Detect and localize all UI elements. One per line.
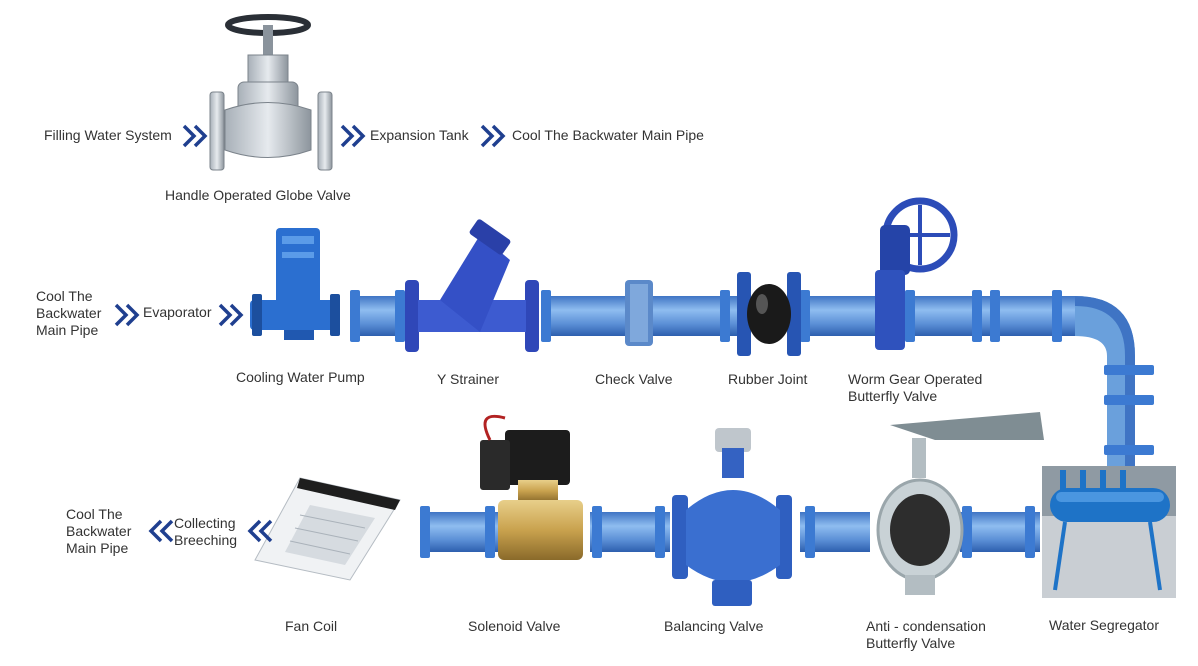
anti-condensation-valve-graphic	[876, 412, 1044, 595]
check-valve-label: Check Valve	[595, 371, 673, 387]
rubber-joint-label: Rubber Joint	[728, 371, 808, 387]
water-segregator-graphic	[1042, 466, 1176, 598]
double-chevron-left-icon	[148, 519, 174, 543]
globe-valve-graphic	[209, 14, 333, 171]
balancing-valve-label: Balancing Valve	[664, 618, 764, 634]
row2-pipes	[350, 290, 1154, 470]
balancing-valve-graphic	[672, 428, 792, 606]
double-chevron-right-icon	[218, 303, 244, 327]
globe-valve-label: Handle Operated Globe Valve	[165, 187, 351, 203]
evaporator-label: Evaporator	[143, 304, 212, 320]
filling-water-system-label: Filling Water System	[44, 127, 172, 143]
double-chevron-left-icon	[247, 519, 273, 543]
fan-coil-graphic	[254, 477, 401, 581]
cool-backwater-pipe-label: Cool The Backwater Main Pipe	[512, 127, 704, 143]
worm-gear-valve-label: Worm Gear Operated Butterfly Valve	[848, 371, 983, 404]
solenoid-valve-label: Solenoid Valve	[468, 618, 561, 634]
row3-pipes	[420, 506, 1040, 558]
cool-backwater-pipe-label: Cool The Backwater Main Pipe	[66, 506, 132, 556]
cooling-water-pump-label: Cooling Water Pump	[236, 369, 365, 385]
double-chevron-right-icon	[340, 124, 366, 148]
cool-backwater-pipe-label: Cool The Backwater Main Pipe	[36, 288, 102, 338]
check-valve-graphic	[625, 280, 653, 346]
double-chevron-right-icon	[480, 124, 506, 148]
water-segregator-label: Water Segregator	[1049, 617, 1159, 633]
anti-condensation-valve-label: Anti - condensation Butterfly Valve	[866, 618, 986, 651]
y-strainer-graphic	[405, 219, 539, 352]
y-strainer-label: Y Strainer	[437, 371, 499, 387]
cooling-pump-graphic	[250, 228, 340, 340]
expansion-tank-label: Expansion Tank	[370, 127, 469, 143]
fan-coil-label: Fan Coil	[285, 618, 338, 634]
collecting-breeching-label: Collecting Breeching	[174, 515, 238, 548]
worm-gear-valve-graphic	[875, 197, 958, 350]
double-chevron-right-icon	[114, 303, 140, 327]
double-chevron-right-icon	[182, 124, 208, 148]
solenoid-valve-graphic	[480, 414, 583, 560]
rubber-joint-graphic	[737, 272, 801, 356]
